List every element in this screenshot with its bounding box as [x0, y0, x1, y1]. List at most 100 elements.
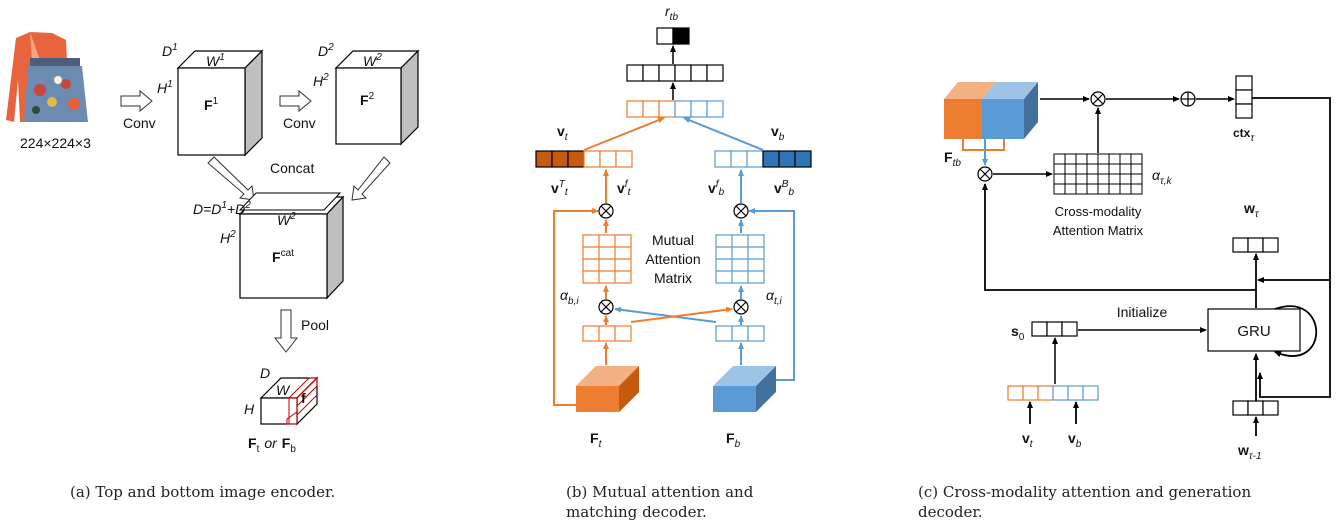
concat-arrows	[207, 156, 391, 201]
multiply-node-b-lower	[733, 299, 749, 315]
s0-label: s0	[1011, 323, 1025, 343]
ftb-label: Ftb	[944, 149, 961, 169]
fb-cube-front	[713, 386, 756, 412]
fb-cube-side	[756, 366, 776, 412]
h2-label: H2	[313, 72, 329, 89]
arrow-cross-b-to-t	[614, 306, 717, 323]
arrow-vt-to-concat	[583, 117, 665, 151]
vb-label-c: vb	[1068, 430, 1082, 450]
panel-b: rtb vt vb vTt vft	[535, 3, 812, 521]
f1-cube	[176, 49, 264, 157]
vt-label: vt	[557, 123, 569, 143]
r-tb-label: rtb	[665, 3, 678, 23]
ftb-top-blue	[982, 82, 1038, 99]
vt-vb-vector	[1007, 385, 1099, 401]
pool-label: Pool	[301, 317, 329, 333]
dcat-label: D=D1+D2	[193, 200, 251, 217]
input-clothing-image	[6, 32, 88, 122]
r-tb-output	[656, 27, 690, 45]
multiply-node-t-lower	[598, 299, 614, 315]
multiply-node-context	[1090, 91, 1106, 107]
input-size-label: 224×224×3	[20, 135, 91, 151]
gru-label: GRU	[1237, 323, 1270, 340]
ftb-front-orange	[944, 99, 982, 139]
vb-vector	[714, 150, 812, 168]
multiply-node-t-upper	[598, 203, 614, 219]
fc-hidden-vector	[626, 64, 724, 82]
fb-projected-vector	[715, 325, 765, 342]
initialize-label: Initialize	[1117, 304, 1168, 320]
ftb-front-blue	[982, 99, 1024, 139]
caption-b-line2: matching decoder.	[566, 503, 707, 521]
mutual-attention-label-3: Matrix	[654, 270, 692, 286]
ft-cube-top	[576, 366, 639, 386]
wcat-label: W2	[277, 211, 296, 228]
d-label: D	[260, 365, 270, 381]
vBb-label: vBb	[774, 179, 794, 198]
spacer	[716, 312, 750, 326]
Ft-label: Ft	[590, 430, 603, 450]
vfb-label: vfb	[708, 179, 725, 198]
fcat-label: Fcat	[272, 248, 294, 265]
attention-matrix-t	[582, 234, 632, 284]
sum-node	[1180, 91, 1196, 107]
h1-label: H1	[157, 79, 173, 96]
ftb-side	[1024, 82, 1038, 139]
w1-label: W1	[206, 52, 225, 69]
cross-modality-attention-matrix	[1053, 153, 1143, 195]
gru-recurrent-loop	[1274, 305, 1317, 358]
skip-path-fb	[748, 208, 795, 381]
skip-path-ft	[553, 208, 599, 406]
concat-vector	[626, 100, 724, 118]
f-vector-label: f	[301, 390, 306, 406]
hidden-to-attention-path	[982, 183, 1256, 291]
vt-label-c: vt	[1022, 430, 1034, 450]
w-prev-label: wτ-1	[1237, 442, 1262, 462]
ft-projected-vector	[582, 325, 632, 342]
ft-cube-front-fill	[576, 386, 619, 412]
vft-label: vft	[617, 179, 632, 198]
ft-cube-side	[619, 366, 639, 412]
gru-box	[1207, 308, 1301, 352]
hcat-label: H2	[220, 229, 236, 246]
panel-c: Ftb ατ,k Cross-modality Attention Matrix…	[918, 75, 1331, 521]
vt-vector	[535, 150, 633, 168]
ftb-orange-branch	[962, 139, 1005, 151]
ftb-top-orange	[944, 82, 996, 99]
w-prev-vector	[1232, 400, 1279, 416]
pool-arrow	[273, 309, 299, 353]
ctx-to-gru-path	[1252, 97, 1331, 398]
conv2-label: Conv	[283, 115, 316, 131]
caption-c-line2: decoder.	[918, 503, 983, 521]
fb-cube-top	[713, 366, 776, 386]
concat-label: Concat	[270, 160, 314, 176]
d2-label: D2	[318, 42, 334, 59]
mutual-attention-label-2: Attention	[645, 251, 700, 267]
arrow-vb-to-concat	[683, 117, 764, 151]
attention-matrix-b	[715, 234, 765, 284]
vb-label: vb	[771, 123, 785, 143]
caption-b-line1: (b) Mutual attention and	[566, 483, 754, 501]
alpha-tau-k-label: ατ,k	[1152, 167, 1173, 187]
conv2-arrow	[279, 89, 312, 113]
Fb-label: Fb	[726, 430, 741, 450]
conv1-arrow	[120, 89, 153, 113]
h-label: H	[244, 401, 255, 417]
cm-label-2: Attention Matrix	[1053, 223, 1144, 238]
w-tau-vector	[1232, 237, 1279, 253]
panel-a: 224×224×3 Conv D1 W1 H1 F1 Conv D2 W2 H2	[6, 32, 420, 501]
cm-label-1: Cross-modality	[1055, 204, 1142, 219]
mutual-attention-label-1: Mutual	[652, 232, 694, 248]
arrow-cross-t-to-b	[630, 306, 733, 323]
conv1-label: Conv	[123, 115, 156, 131]
f2-label: F2	[360, 91, 375, 108]
vTt-label: vTt	[551, 179, 569, 198]
multiply-node-b-upper	[733, 203, 749, 219]
f1-label: F1	[204, 96, 219, 113]
d1-label: D1	[162, 42, 178, 59]
caption-c-line1: (c) Cross-modality attention and generat…	[918, 483, 1251, 501]
ctx-label: ctxτ	[1233, 126, 1255, 144]
s0-vector	[1031, 321, 1078, 337]
